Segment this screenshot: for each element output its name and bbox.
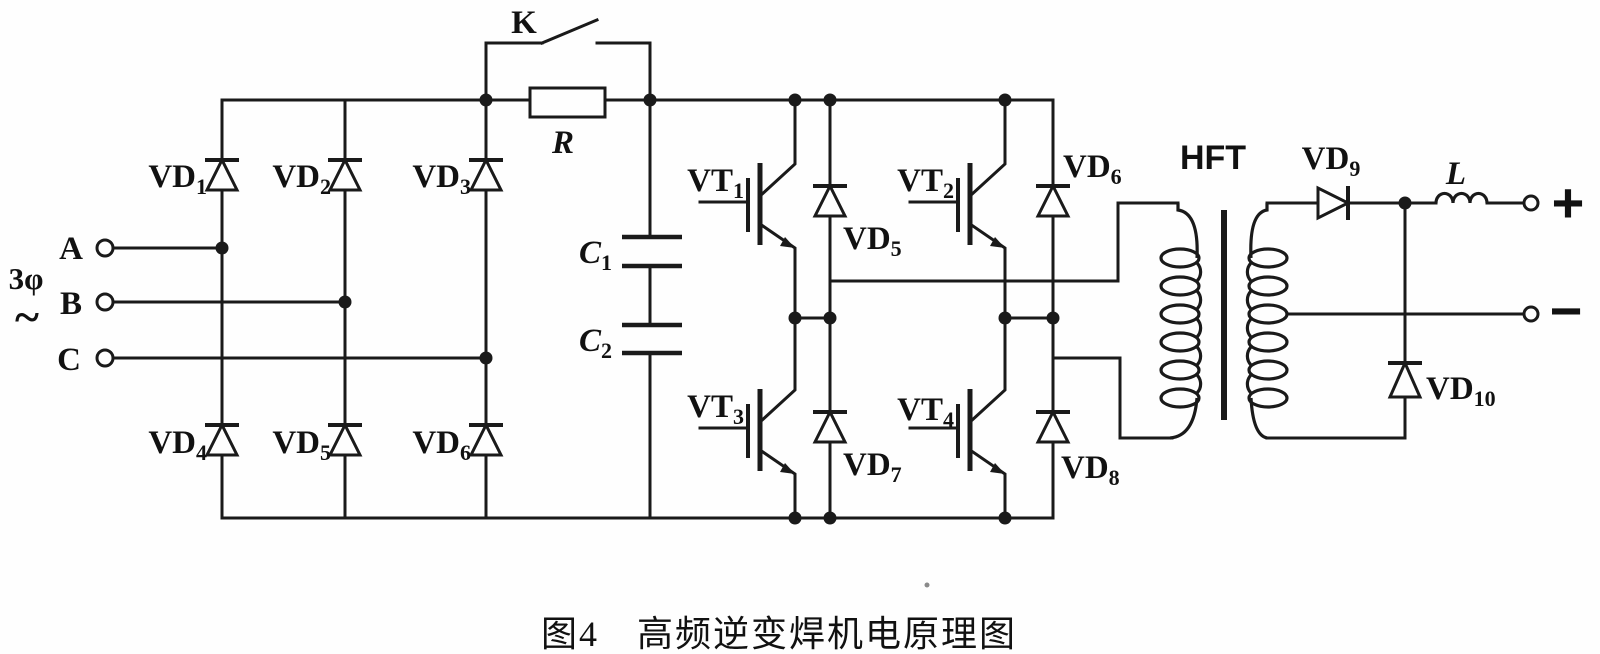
igbt-vt4-label: VT4 [897,392,954,432]
bridge-vd1-label: VD1 [148,159,207,199]
capacitor-c1 [622,234,682,269]
bridge-diode-vd6 [468,421,504,457]
vt3-emitter-arrow-icon [780,463,795,474]
resistor-r-label: R [551,125,574,161]
capacitor-c1-label: C1 [579,235,612,275]
freewheel-vd8-label: VD8 [1061,450,1120,490]
vt3-collector-wire [757,316,797,425]
freewheel-diode-vd6 [1035,182,1071,218]
hft-label: HFT [1180,139,1246,177]
terminal-a [95,238,115,258]
figure-caption: 图4 高频逆变焊机电原理图 [541,614,1017,654]
freewheel-diode-vd5 [812,182,848,218]
freewheel-vd6-label: VD6 [1063,149,1122,189]
bridge-diode-vd4 [204,421,240,457]
igbt-vt3-label: VT3 [687,389,744,429]
vt1-emitter-wire [757,221,797,320]
ac-symbol: ~ [15,291,39,342]
wiring [111,98,1526,520]
output-inductor-label: L [1445,156,1466,192]
terminal-b [95,292,115,312]
igbt-vt4 [956,389,1005,474]
capacitor-c2-label: C2 [579,323,612,363]
freewheel-vd5-label: VD5 [843,221,902,261]
switch-k [484,18,652,102]
igbt-vt1-label: VT1 [687,163,744,203]
bridge-diode-vd2 [327,156,363,192]
vt4-collector-wire [967,316,1007,425]
hft-secondary-winding [1245,203,1289,440]
terminal-a-label: A [59,231,83,267]
phase-label: 3φ [9,261,44,296]
freewheel-diode-vd7 [812,408,848,444]
vt2-emitter-arrow-icon [990,237,1005,248]
hft-primary-winding [1159,203,1203,440]
terminal-plus [1522,194,1540,212]
terminal-minus [1522,305,1540,323]
vt1-emitter-arrow-icon [780,237,795,248]
vt3-emitter-wire [757,447,797,520]
bridge-diode-vd5 [327,421,363,457]
bridge-vd4-label: VD4 [148,425,207,465]
bridge-diode-vd1 [204,156,240,192]
vt4-emitter-wire [967,447,1007,520]
output-vd9-label: VD9 [1302,141,1361,181]
igbt-vt3 [746,389,795,474]
terminal-c-label: C [57,342,81,378]
primary-top-feed-wire [828,201,1180,283]
plus-terminal-label: + [1552,171,1585,234]
igbt-vt2-label: VT2 [897,163,954,203]
capacitor-c2 [622,322,682,356]
resistor-body [528,86,607,119]
igbt-vt1 [746,163,795,248]
vt2-emitter-wire [967,221,1007,320]
bridge-vd5-label: VD5 [272,425,331,465]
bridge-vd2-label: VD2 [272,159,331,199]
junction-dots [215,93,1412,525]
terminal-c [95,348,115,368]
scan-speck [924,582,930,588]
switch-blade [540,18,599,45]
switch-left-lead [484,41,544,102]
primary-bottom-feed-wire [1051,356,1174,440]
bridge-diode-vd3 [468,156,504,192]
vt2-collector-wire [967,98,1007,199]
minus-terminal-label: − [1550,279,1583,342]
switch-right-lead [595,41,652,102]
output-inductor-coil [1434,191,1489,204]
switch-k-label: K [511,5,537,41]
output-diode-vd10 [1387,359,1423,399]
terminal-b-label: B [60,286,82,322]
output-vd10-label: VD10 [1426,371,1496,411]
igbt-vt2 [956,163,1005,248]
bridge-vd6-label: VD6 [412,425,471,465]
vt4-emitter-arrow-icon [990,463,1005,474]
bridge-vd3-label: VD3 [412,159,471,199]
output-diode-vd9 [1316,185,1352,221]
freewheel-diode-vd8 [1035,408,1071,444]
vt1-collector-wire [757,98,797,199]
freewheel-vd7-label: VD7 [843,447,902,487]
hft-transformer [1159,203,1289,440]
